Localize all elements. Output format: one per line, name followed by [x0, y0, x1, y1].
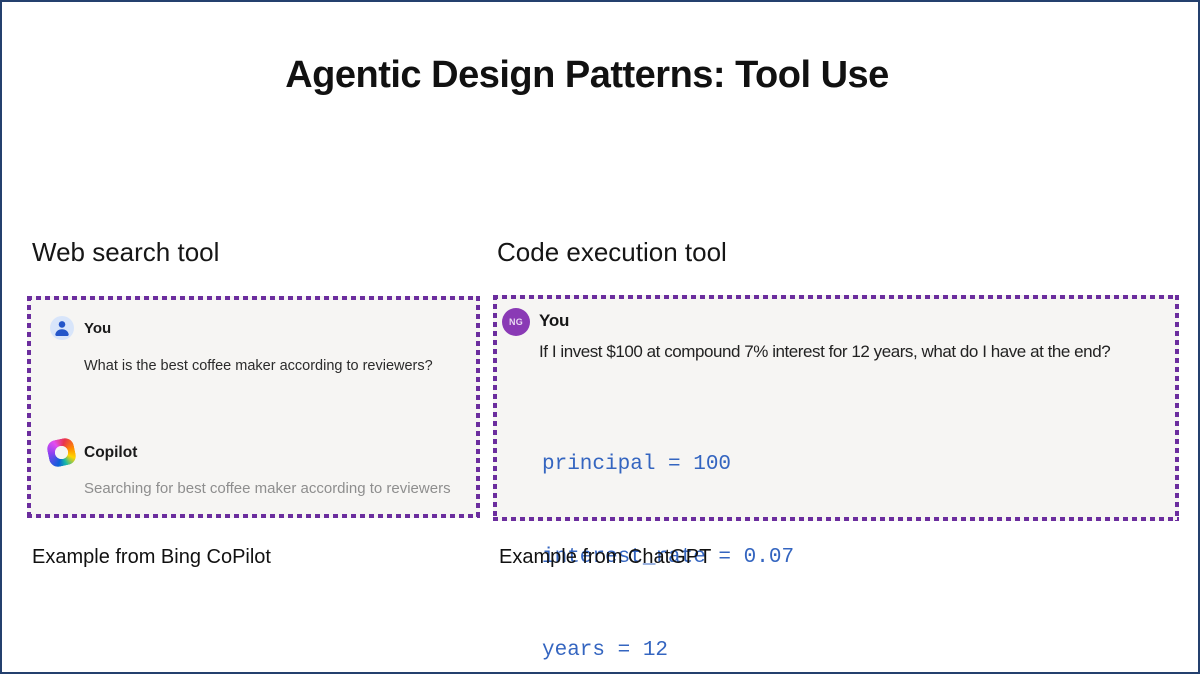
copilot-logo-icon: [45, 436, 78, 469]
right-caption: Example from ChatGPT: [499, 546, 712, 568]
user-message: If I invest $100 at compound 7% interest…: [539, 342, 1111, 361]
code-block: principal = 100 interest_rate = 0.07 yea…: [542, 387, 1097, 672]
page-title: Agentic Design Patterns: Tool Use: [285, 54, 889, 96]
code-line: years = 12: [542, 639, 669, 662]
code-line: interest_rate = 0.07: [542, 546, 795, 569]
assistant-label: Copilot: [84, 444, 138, 461]
code-line: principal = 100: [542, 453, 732, 476]
user-label: You: [84, 320, 112, 337]
user-avatar-icon: [50, 316, 74, 340]
user-message: What is the best coffee maker according …: [84, 358, 433, 374]
web-search-example-panel: You What is the best coffee maker accord…: [27, 296, 480, 518]
left-caption: Example from Bing CoPilot: [32, 546, 271, 568]
assistant-status-text: Searching for best coffee maker accordin…: [84, 480, 451, 497]
user-label: You: [539, 311, 570, 330]
left-column-heading: Web search tool: [32, 237, 220, 267]
user-initials-avatar: NG: [502, 308, 530, 336]
right-column-heading: Code execution tool: [497, 237, 727, 267]
code-execution-example-panel: NG You If I invest $100 at compound 7% i…: [493, 295, 1179, 662]
